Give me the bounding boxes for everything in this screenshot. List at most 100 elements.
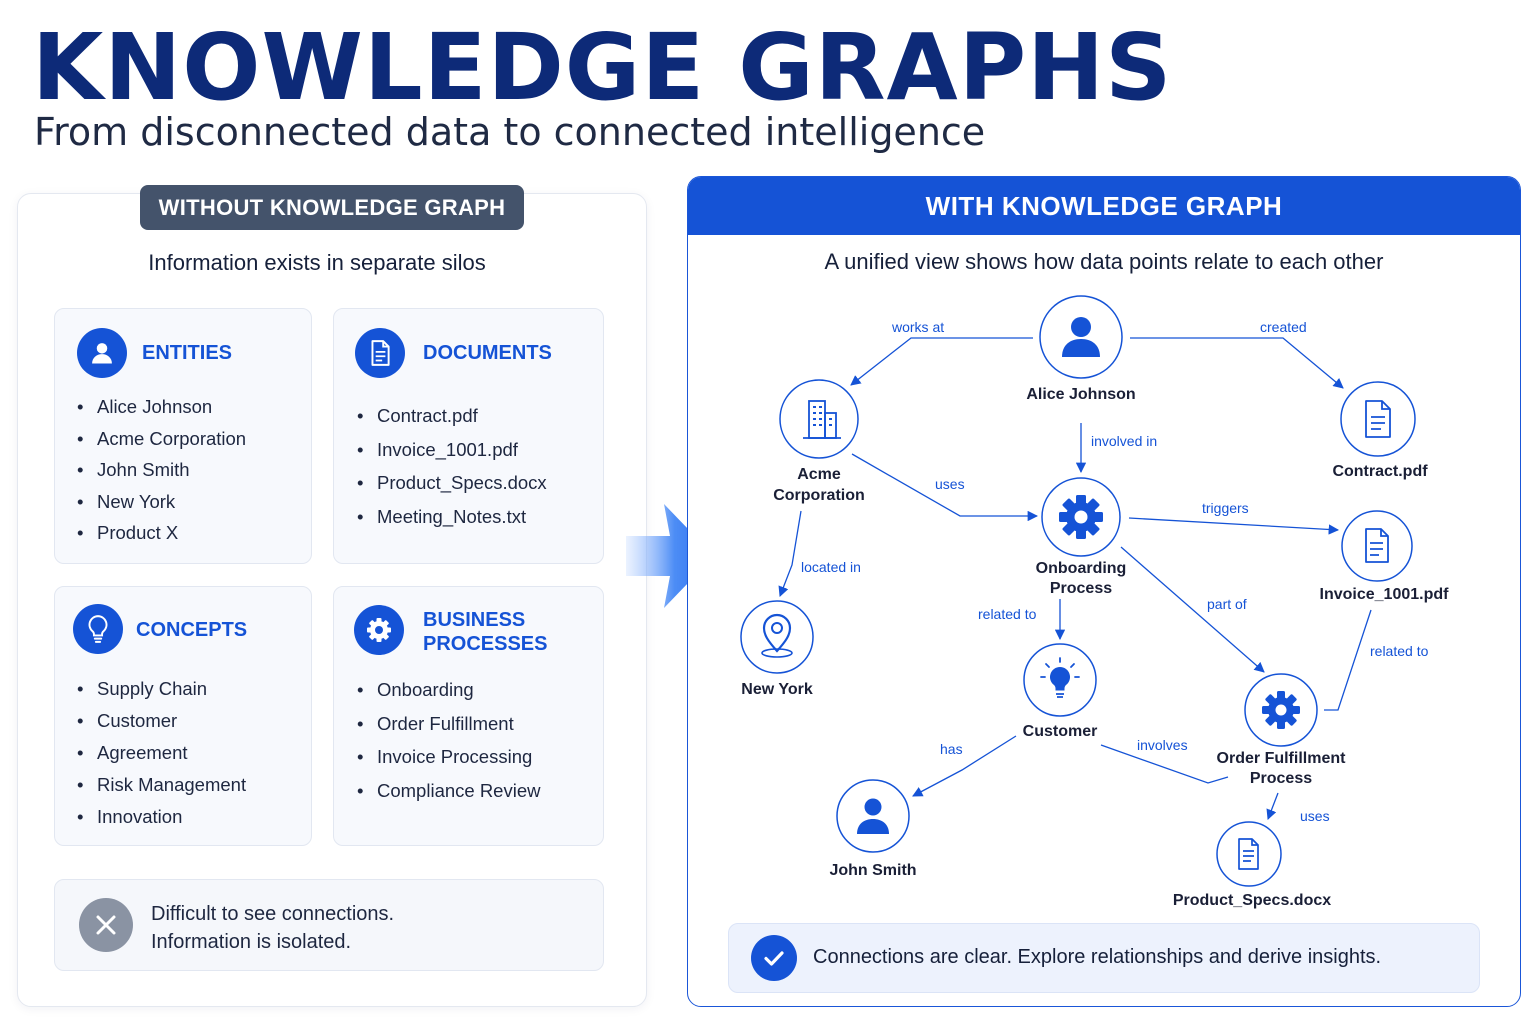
gear-icon <box>1059 495 1103 539</box>
list-item: Customer <box>77 705 246 737</box>
without-kg-badge: WITHOUT KNOWLEDGE GRAPH <box>140 185 524 230</box>
node-label: Process <box>1050 580 1112 597</box>
edge-label-involves: involves <box>1137 737 1188 753</box>
node-label: Process <box>1250 770 1312 787</box>
edge-created <box>1130 337 1344 389</box>
insight-text: Connections are clear. Explore relations… <box>813 946 1382 968</box>
list-item: Contract.pdf <box>357 399 547 433</box>
node-label: Contract.pdf <box>1332 463 1428 480</box>
without-kg-caption: Information exists in separate silos <box>148 250 486 275</box>
lightbulb-icon <box>1040 657 1080 698</box>
edge-label-related-to-2: related to <box>1370 643 1429 659</box>
entities-card: ENTITIES Alice Johnson Acme Corporation … <box>54 308 312 564</box>
node-label: John Smith <box>829 862 916 879</box>
close-icon <box>79 898 133 952</box>
edge-related-to-2 <box>1324 609 1372 711</box>
list-item: Alice Johnson <box>77 391 246 423</box>
list-item: Risk Management <box>77 769 246 801</box>
document-icon <box>1365 528 1389 563</box>
list-item: Acme Corporation <box>77 423 246 455</box>
edge-involves <box>1100 744 1229 784</box>
edge-part-of <box>1120 546 1265 673</box>
node-order-fulfillment[interactable]: Order Fulfillment Process <box>1217 673 1347 787</box>
list-item: Invoice Processing <box>357 740 540 774</box>
edge-works-at <box>850 337 1033 386</box>
gear-icon <box>354 605 404 655</box>
page-subtitle: From disconnected data to connected inte… <box>34 110 986 154</box>
document-icon <box>355 328 405 378</box>
transition-arrow-icon <box>626 504 714 608</box>
node-product-specs[interactable]: Product_Specs.docx <box>1173 821 1331 909</box>
edge-label-triggers: triggers <box>1202 500 1249 516</box>
node-label: New York <box>741 681 813 698</box>
documents-title: DOCUMENTS <box>423 342 552 364</box>
documents-card: DOCUMENTS Contract.pdf Invoice_1001.pdf … <box>333 308 604 564</box>
person-icon <box>1062 317 1100 357</box>
processes-title: BUSINESS PROCESSES <box>423 608 547 656</box>
node-label: Invoice_1001.pdf <box>1320 586 1450 603</box>
status-line-2: Information is isolated. <box>151 931 352 953</box>
with-kg-caption: A unified view shows how data points rel… <box>824 249 1384 274</box>
page-title: KNOWLEDGE GRAPHS <box>32 14 1173 121</box>
node-john-smith[interactable]: John Smith <box>829 779 917 879</box>
document-icon <box>1238 838 1259 870</box>
list-item: Agreement <box>77 737 246 769</box>
node-label: Customer <box>1023 723 1098 740</box>
edge-label-works-at: works at <box>891 319 944 335</box>
edge-triggers <box>1128 517 1340 535</box>
documents-list: Contract.pdf Invoice_1001.pdf Product_Sp… <box>357 399 547 533</box>
node-label: Corporation <box>773 487 865 504</box>
insight-status: Connections are clear. Explore relations… <box>728 923 1480 993</box>
list-item: Product_Specs.docx <box>357 466 547 500</box>
isolation-status: Difficult to see connections. Informatio… <box>54 879 604 971</box>
edge-has <box>912 735 1017 797</box>
node-label: Product_Specs.docx <box>1173 892 1331 909</box>
node-new-york[interactable]: New York <box>740 600 814 698</box>
concepts-title: CONCEPTS <box>136 619 248 641</box>
person-icon <box>857 798 889 834</box>
node-customer[interactable]: Customer <box>1023 643 1098 740</box>
concepts-card: CONCEPTS Supply Chain Customer Agreement… <box>54 586 312 846</box>
list-item: Compliance Review <box>357 774 540 808</box>
list-item: Innovation <box>77 801 246 833</box>
node-invoice-pdf[interactable]: Invoice_1001.pdf <box>1320 510 1450 603</box>
location-pin-icon <box>761 613 793 658</box>
knowledge-graph: works at created involved in uses trigge… <box>740 295 1450 909</box>
node-acme-corporation[interactable]: Acme Corporation <box>773 379 865 504</box>
edge-label-related-to-1: related to <box>978 606 1037 622</box>
list-item: Order Fulfillment <box>357 707 540 741</box>
edge-uses-2 <box>1266 792 1279 820</box>
node-alice-johnson[interactable]: Alice Johnson <box>1026 295 1136 403</box>
node-label: Order Fulfillment <box>1217 750 1347 767</box>
concepts-list: Supply Chain Customer Agreement Risk Man… <box>77 673 246 833</box>
node-label: Onboarding <box>1036 560 1127 577</box>
node-onboarding-process[interactable]: Onboarding Process <box>1036 477 1127 597</box>
with-kg-header: WITH KNOWLEDGE GRAPH <box>688 177 1520 235</box>
node-label: Alice Johnson <box>1026 386 1135 403</box>
list-item: Invoice_1001.pdf <box>357 433 547 467</box>
check-icon <box>751 935 797 981</box>
edge-label-uses-1: uses <box>935 476 965 492</box>
edge-label-has: has <box>940 741 963 757</box>
isolation-status-text: Difficult to see connections. Informatio… <box>151 900 394 956</box>
node-contract-pdf[interactable]: Contract.pdf <box>1332 381 1428 480</box>
list-item: Meeting_Notes.txt <box>357 500 547 534</box>
entities-title: ENTITIES <box>142 342 233 364</box>
processes-title-line2: PROCESSES <box>423 633 548 655</box>
edge-label-created: created <box>1260 319 1307 335</box>
building-icon <box>803 400 841 439</box>
processes-title-line1: BUSINESS <box>423 609 526 631</box>
entities-list: Alice Johnson Acme Corporation John Smit… <box>77 391 246 549</box>
list-item: Product X <box>77 517 246 549</box>
document-icon <box>1365 400 1391 438</box>
edge-label-part-of: part of <box>1207 596 1247 612</box>
list-item: John Smith <box>77 454 246 486</box>
processes-card: BUSINESS PROCESSES Onboarding Order Fulf… <box>333 586 604 846</box>
lightbulb-icon <box>73 604 123 654</box>
processes-list: Onboarding Order Fulfillment Invoice Pro… <box>357 673 540 807</box>
gear-icon <box>1262 691 1300 729</box>
edge-label-located-in: located in <box>801 559 861 575</box>
edge-label-uses-2: uses <box>1300 808 1330 824</box>
edge-label-involved-in: involved in <box>1091 433 1157 449</box>
list-item: New York <box>77 486 246 518</box>
